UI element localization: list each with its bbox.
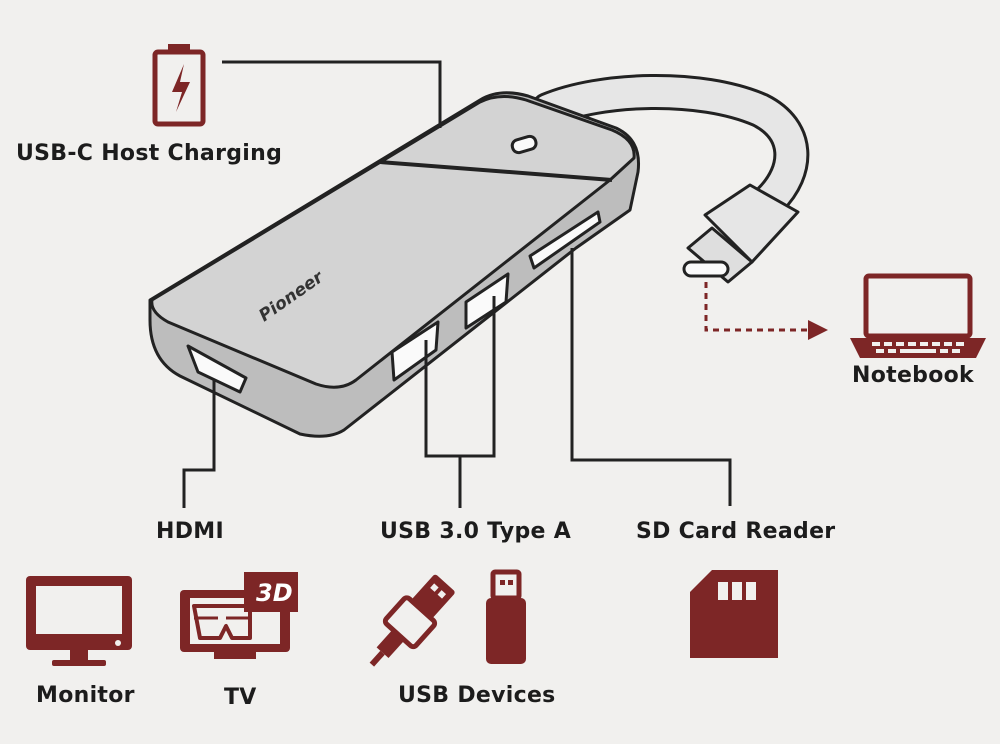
sd-card-slot (528, 210, 602, 270)
sd-card-icon (690, 570, 778, 658)
label-usb-devices: USB Devices (398, 683, 556, 708)
label-tv: TV (224, 685, 257, 710)
label-sd-card-reader: SD Card Reader (636, 519, 836, 544)
label-notebook: Notebook (852, 363, 974, 388)
usb-c-cable (530, 73, 810, 284)
laptop-icon (850, 273, 986, 358)
3d-tv-icon (180, 572, 298, 659)
tv-3d-badge: 3D (256, 579, 293, 607)
label-usb-3-type-a: USB 3.0 Type A (380, 519, 572, 544)
dotted-arrow-notebook (704, 282, 828, 340)
usb-a-port-2 (464, 272, 510, 330)
usb-a-port-1 (390, 320, 440, 382)
hub-body (148, 91, 641, 438)
label-monitor: Monitor (36, 683, 135, 708)
usb-flash-drive-icon (486, 569, 526, 664)
label-hdmi: HDMI (156, 519, 224, 544)
leader-sd-card (570, 248, 732, 506)
hdmi-port (186, 344, 248, 394)
leader-host-charging (222, 60, 442, 128)
leader-hdmi (182, 380, 216, 508)
monitor-icon (26, 576, 132, 666)
battery-charging-icon (152, 44, 206, 127)
label-usb-c-host-charging: USB-C Host Charging (16, 141, 283, 166)
usb-cable-icon (369, 574, 455, 667)
